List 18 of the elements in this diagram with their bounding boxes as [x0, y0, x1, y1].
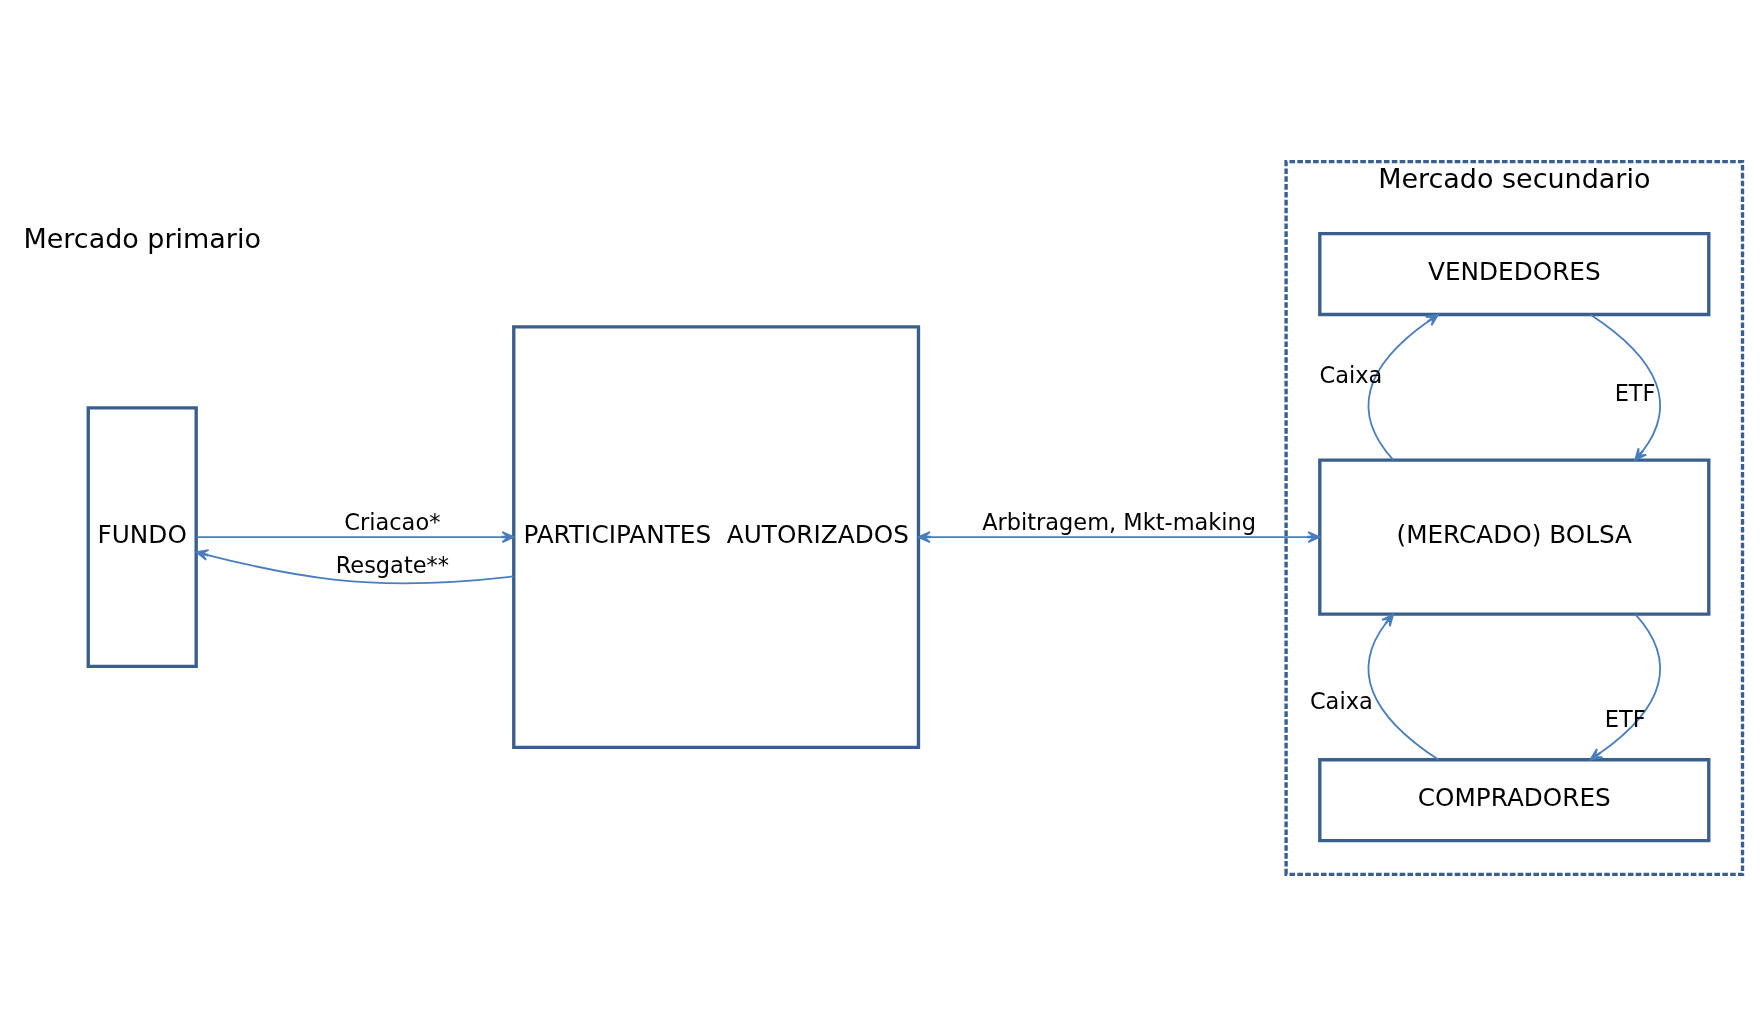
arrow — [1589, 313, 1661, 461]
arrow — [1367, 613, 1439, 761]
node-box: COMPRADORES — [1317, 758, 1710, 843]
label: Mercado primario — [22, 223, 261, 255]
edge-label: Criacao* — [343, 509, 440, 536]
arrow — [195, 549, 514, 585]
arrow — [917, 531, 1320, 544]
arrow — [195, 531, 514, 544]
edge-label: Resgate** — [335, 552, 449, 579]
edge-label: Arbitragem, Mkt-making — [981, 509, 1256, 536]
arrow — [1367, 313, 1439, 461]
arrow — [1589, 613, 1661, 761]
edge-label: ETF — [1614, 379, 1655, 406]
node-box: PARTICIPANTES AUTORIZADOS — [511, 325, 920, 750]
edge-label: Caixa — [1309, 688, 1373, 715]
node-box: VENDEDORES — [1317, 231, 1710, 317]
node-box: FUNDO — [86, 406, 198, 669]
node-box: (MERCADO) BOLSA — [1317, 458, 1710, 616]
